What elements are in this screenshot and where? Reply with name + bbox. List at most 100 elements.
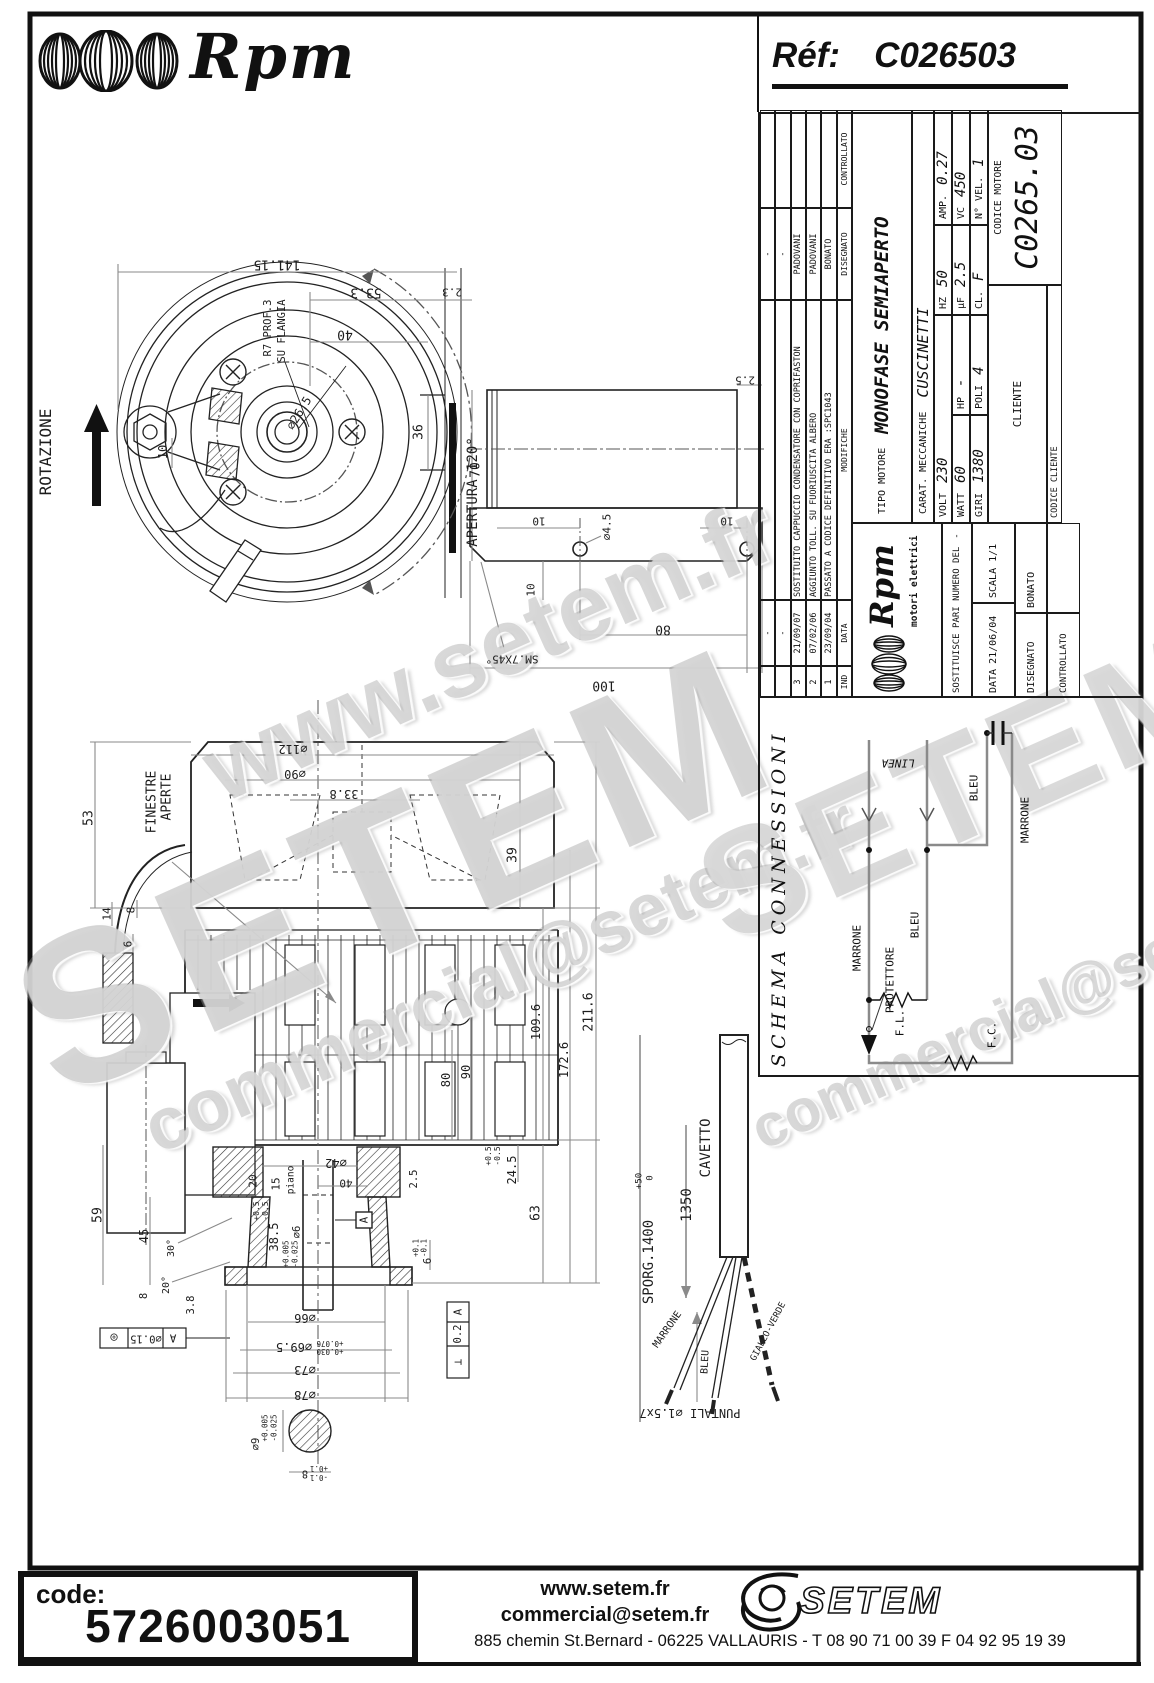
dim-label: 6 xyxy=(421,1257,434,1265)
dim-label: 24.5 xyxy=(505,1155,519,1185)
dim-label: 8 xyxy=(124,906,138,914)
rev-cell-modifiche xyxy=(760,300,776,600)
rev-cell-data: - xyxy=(760,600,776,666)
dim-label: 2.3 xyxy=(442,285,462,299)
dim-label: +0.5 xyxy=(252,1201,261,1221)
dim-label: +0.076 xyxy=(316,1338,344,1348)
dim-label: 109.6 xyxy=(529,1003,543,1041)
dim-label: -0.5 xyxy=(261,1201,270,1221)
dim-label: 10 xyxy=(156,444,170,460)
rev-cell-controllato xyxy=(760,110,776,208)
dim-label: A xyxy=(451,1308,465,1316)
uf-label: μF xyxy=(955,296,967,309)
cliente-cell: CLIENTE xyxy=(988,285,1047,523)
hz-label: HZ xyxy=(937,296,949,309)
dim-label: -0.025 xyxy=(290,1240,300,1268)
dim-label: 38.5 xyxy=(267,1222,281,1252)
dim-label: ⌀90 xyxy=(284,767,306,781)
schema-section: SCHEMA CONNESSIONI xyxy=(760,698,1143,1075)
dim-label: 2.5 xyxy=(735,373,755,387)
dim-label: +0.5 xyxy=(484,1146,493,1166)
volt-label: VOLT xyxy=(937,492,949,517)
dim-label: 40 xyxy=(337,326,353,342)
dim-label: 20 xyxy=(246,1174,260,1188)
dim-label: 3.8 xyxy=(184,1295,197,1315)
dim-label: APERTE xyxy=(159,773,175,821)
dim-label: 33.8 xyxy=(329,787,359,801)
dim-label: 6 xyxy=(121,940,135,948)
footer-website: www.setem.fr xyxy=(540,1578,670,1600)
rev-cell-controllato xyxy=(790,110,806,208)
schema-fc-label: F.C. xyxy=(985,1021,999,1049)
dim-label: -0.025 xyxy=(269,1414,279,1442)
dim-label: A xyxy=(357,1216,371,1224)
codice-cliente-cell: CODICE CLIENTE xyxy=(1047,285,1062,523)
footer-email: commercial@setem.fr xyxy=(500,1604,710,1626)
rev-header-modifiche: MODIFICHE xyxy=(836,300,852,600)
dim-label: 20° xyxy=(161,1275,172,1295)
amp-label: AMP. xyxy=(937,194,949,219)
dim-label: 172.6 xyxy=(557,1041,571,1079)
poli-label: POLI xyxy=(973,384,985,409)
controllato-label: CONTROLLATO xyxy=(1058,633,1069,693)
dim-label: SPORG.1400 xyxy=(641,1219,657,1305)
tipo-motore-value: MONOFASE SEMIAPERTO xyxy=(871,216,893,434)
dim-label: 100 xyxy=(592,677,616,693)
schema-wiring xyxy=(861,721,1014,1072)
dim-label: 53.3 xyxy=(350,284,382,300)
sostituisce-value: - xyxy=(952,533,962,539)
dim-label: 40 xyxy=(339,1176,353,1190)
carat-label: CARAT. MECCANICHE xyxy=(917,411,929,514)
disegnato-value-cell: BONATO xyxy=(1015,523,1047,613)
code-label: code: xyxy=(36,1579,106,1609)
dim-label: 10 xyxy=(524,583,538,597)
rev-cell-disegnato: - xyxy=(760,208,776,300)
dim-label: SU FLANGIA xyxy=(275,299,288,363)
rev-cell-controllato xyxy=(821,110,837,208)
rpm-mini-sub: motori elettrici xyxy=(909,535,920,627)
dim-label: BLEU xyxy=(699,1349,712,1375)
dim-label: ROTAZIONE xyxy=(36,408,55,496)
rev-cell-disegnato: PADOVANI xyxy=(790,208,806,300)
dim-label: 10 xyxy=(532,514,546,528)
dim-label: 36 xyxy=(411,424,427,440)
watt-value: 60 xyxy=(953,466,969,483)
tipo-motore-label: TIPO MOTORE xyxy=(876,447,888,514)
carat-cell: CARAT. MECCANICHE CUSCINETTI xyxy=(912,110,934,523)
schema-fl-label: F.L. xyxy=(893,1009,907,1037)
reference-box: Réf: C026503 xyxy=(772,36,1068,89)
dim-label: R7 PROF.3 xyxy=(261,299,274,357)
dim-label: +0.1 xyxy=(309,1463,329,1473)
dim-label: 53 xyxy=(81,810,97,826)
rpm-logo-text: Rpm xyxy=(190,20,357,93)
rev-cell-data: 23/09/04 xyxy=(821,600,837,666)
dim-label: 10 xyxy=(720,514,734,528)
spec-volt: VOLT 230 xyxy=(934,315,952,523)
disegnato-label: DISEGNATO xyxy=(1025,641,1037,693)
sostituisce-cell: SOSTITUISCE PARI NUMERO DEL - xyxy=(942,523,972,698)
dim-label: 30° xyxy=(166,1238,177,1258)
dim-label: 0.2 xyxy=(451,1324,464,1344)
dim-label: PUNTALI ⌀1.5x7 xyxy=(639,1406,741,1420)
volt-value: 230 xyxy=(935,457,951,483)
rev-cell-modifiche: AGGIUNTO TOLL. SU FUORIUSCITA ALBERO xyxy=(805,300,822,600)
dim-label: ◎ xyxy=(110,1331,118,1345)
dim-label: ⌀69.5 xyxy=(275,1340,313,1354)
codice-motore-label: CODICE MOTORE xyxy=(993,160,1004,235)
dim-label: ⌀112 xyxy=(278,742,308,756)
rev-cell-ind xyxy=(760,666,776,698)
rev-header-ind: IND xyxy=(836,666,852,698)
dim-label: ⌀6 xyxy=(290,1225,303,1239)
rev-header-disegnato: DISEGNATO xyxy=(836,208,852,300)
dim-label: +0.030 xyxy=(316,1346,344,1356)
dim-label: ⌀73 xyxy=(294,1363,316,1377)
dim-label: ⌀4.5 xyxy=(600,513,614,541)
ref-label: Réf: xyxy=(772,36,841,75)
dim-label: 0 xyxy=(645,1175,656,1181)
dim-label: -0.5 xyxy=(493,1146,502,1166)
rev-cell-disegnato: PADOVANI xyxy=(805,208,822,300)
rev-cell-disegnato: - xyxy=(775,208,791,300)
titleblock-logo-cell: Rpm motori elettrici xyxy=(852,523,942,698)
